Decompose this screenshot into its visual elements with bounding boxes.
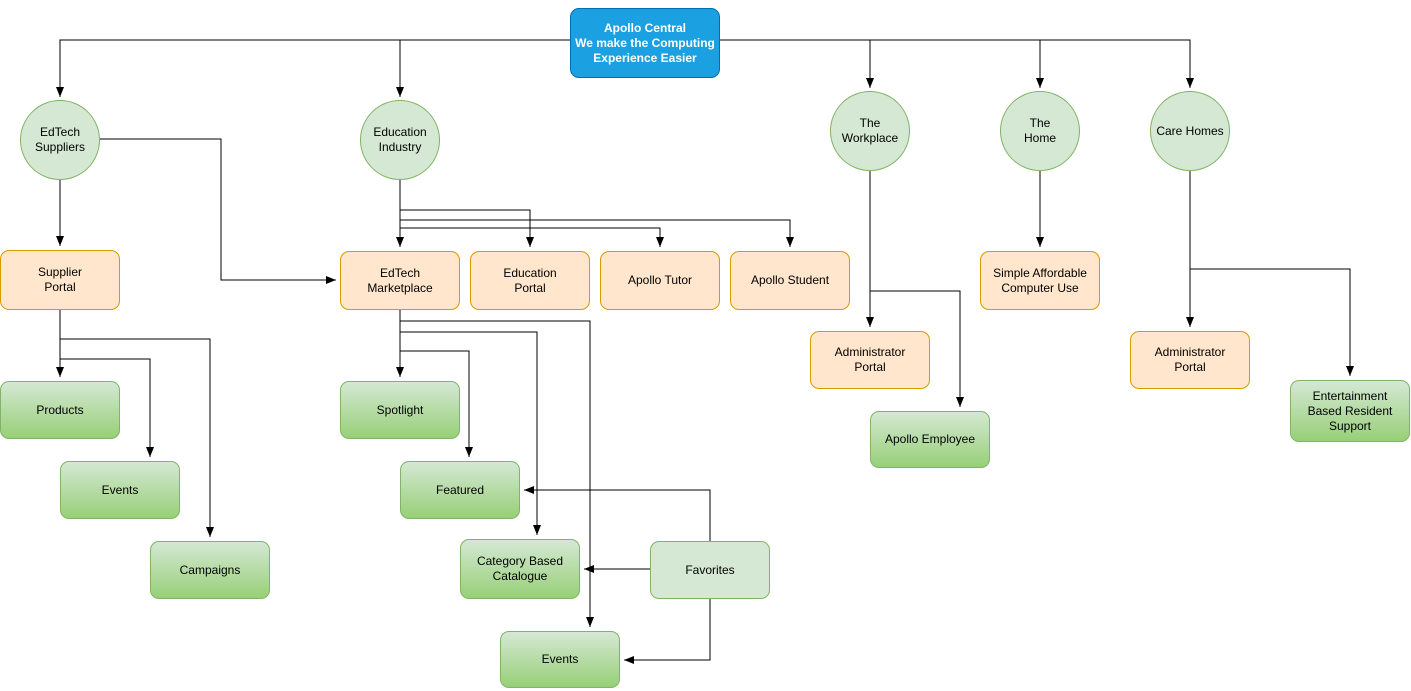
node-administrator-portal-care-homes[interactable]: Administrator Portal [1130, 331, 1250, 389]
node-edtech-suppliers[interactable]: EdTech Suppliers [20, 100, 100, 180]
node-entertainment-based-resident-support[interactable]: Entertainment Based Resident Support [1290, 380, 1410, 442]
node-the-workplace[interactable]: The Workplace [830, 91, 910, 171]
node-label: The Workplace [841, 116, 899, 145]
node-apollo-employee[interactable]: Apollo Employee [870, 411, 990, 468]
connector-edtech-marketplace-events [400, 320, 594, 627]
node-label: Simple Affordable Computer Use [993, 265, 1087, 295]
connector-education-industry-education-portal [400, 209, 534, 247]
node-supplier-portal[interactable]: Supplier Portal [0, 250, 120, 310]
node-label: Education Industry [373, 125, 427, 154]
node-spotlight[interactable]: Spotlight [340, 381, 460, 439]
node-label: EdTech Suppliers [34, 125, 86, 154]
connector-edtech-marketplace-category-catalogue [400, 331, 541, 535]
node-administrator-portal-workplace[interactable]: Administrator Portal [810, 331, 930, 389]
connector-favorites-events [624, 599, 711, 664]
node-label: Products [36, 402, 84, 417]
node-education-portal[interactable]: Education Portal [470, 251, 590, 310]
node-apollo-tutor[interactable]: Apollo Tutor [600, 251, 720, 310]
node-label: Apollo Tutor [627, 273, 693, 287]
node-label: The Home [1023, 116, 1056, 145]
node-label: Featured [435, 482, 485, 497]
node-label: Apollo Student [750, 273, 830, 287]
node-label: Category Based Catalogue [476, 554, 564, 583]
node-label: Administrator Portal [834, 345, 906, 374]
node-events-marketplace[interactable]: Events [500, 631, 620, 688]
connector-care-homes-entertainment [1190, 268, 1354, 376]
node-label: Favorites [685, 562, 735, 577]
connector-education-industry-apollo-tutor [400, 227, 664, 247]
node-favorites[interactable]: Favorites [650, 541, 770, 599]
connector-supplier-portal-campaigns [60, 338, 214, 537]
node-label: Entertainment Based Resident Support [1307, 388, 1393, 433]
node-featured[interactable]: Featured [400, 461, 520, 519]
node-label: Events [541, 652, 579, 666]
node-label: Supplier Portal [37, 265, 83, 294]
node-care-homes[interactable]: Care Homes [1150, 91, 1230, 171]
node-simple-affordable-computer-use[interactable]: Simple Affordable Computer Use [980, 251, 1100, 310]
connector-root-edtech-suppliers [56, 39, 570, 97]
node-label: Apollo Central We make the Computing Exp… [575, 20, 715, 65]
node-events-supplier[interactable]: Events [60, 461, 180, 519]
node-label: Education Portal [503, 265, 557, 295]
node-the-home[interactable]: The Home [1000, 91, 1080, 171]
connector-edtech-suppliers-edtech-marketplace [100, 138, 336, 284]
node-label: Administrator Portal [1154, 345, 1226, 374]
node-edtech-marketplace[interactable]: EdTech Marketplace [340, 251, 460, 310]
node-apollo-student[interactable]: Apollo Student [730, 251, 850, 310]
node-apollo-central[interactable]: Apollo Central We make the Computing Exp… [570, 8, 720, 78]
connector-edtech-marketplace-featured [400, 350, 473, 457]
node-label: EdTech Marketplace [367, 265, 433, 295]
connector-supplier-portal-events [60, 358, 154, 457]
connector-workplace-apollo-employee [870, 290, 964, 407]
connector-root-care-homes [720, 39, 1194, 88]
connector-favorites-featured [524, 486, 711, 541]
node-label: Campaigns [179, 562, 241, 577]
node-products[interactable]: Products [0, 381, 120, 439]
node-education-industry[interactable]: Education Industry [360, 100, 440, 180]
node-label: Events [101, 482, 139, 497]
connector-education-industry-apollo-student [400, 219, 794, 247]
node-label: Care Homes [1156, 123, 1224, 138]
node-label: Apollo Employee [884, 432, 976, 446]
node-label: Spotlight [376, 402, 424, 417]
node-campaigns[interactable]: Campaigns [150, 541, 270, 599]
node-category-based-catalogue[interactable]: Category Based Catalogue [460, 539, 580, 599]
